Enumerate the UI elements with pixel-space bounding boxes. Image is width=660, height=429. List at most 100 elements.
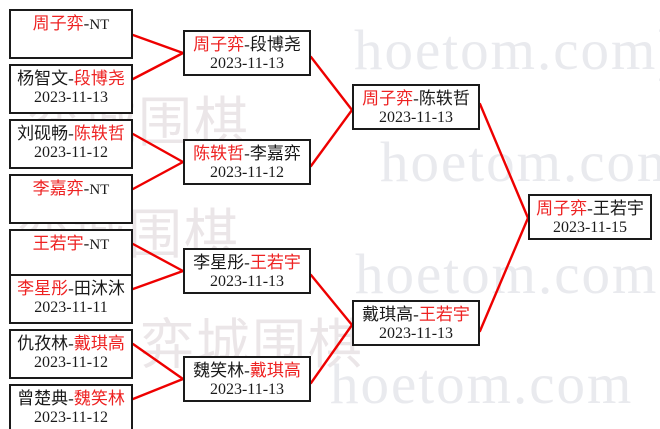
match-date: 2023-11-13 bbox=[209, 273, 285, 291]
player-winner: 陈轶哲 bbox=[73, 124, 125, 143]
player-winner: 段博尧 bbox=[73, 69, 125, 88]
match-box-r1m2[interactable]: 杨智文-段博尧 2023-11-13 bbox=[9, 64, 133, 114]
player-loser: 刘砚畅 bbox=[17, 124, 69, 143]
player-winner: 周子弈 bbox=[536, 199, 588, 218]
match-date: 2023-11-12 bbox=[33, 409, 109, 427]
watermark-text: hoetom.com) bbox=[354, 19, 660, 82]
separator: - bbox=[68, 69, 74, 88]
match-box-r1m6[interactable]: 李星彤-田沐沐 2023-11-11 bbox=[9, 274, 133, 324]
player-loser: 王若宇 bbox=[592, 199, 644, 218]
player-loser: 李星彤 bbox=[193, 253, 245, 272]
match-date: 2023-11-12 bbox=[209, 164, 285, 182]
player-winner: 王若宇 bbox=[249, 253, 301, 272]
match-date: 2023-11-13 bbox=[378, 325, 454, 343]
connector-r3m1-r4m1 bbox=[478, 102, 530, 220]
separator: - bbox=[83, 234, 90, 253]
player-winner: 陈轶哲 bbox=[193, 144, 245, 163]
match-players: 王若宇-NT bbox=[33, 234, 110, 254]
match-box-r2m3[interactable]: 李星彤-王若宇 2023-11-13 bbox=[183, 248, 311, 294]
player-winner: 戴琪高 bbox=[73, 334, 125, 353]
match-players: 曾楚典-魏笑林 bbox=[17, 389, 125, 408]
watermark-text: hoetom.com) bbox=[355, 243, 660, 306]
connector-r1m3-r2m2 bbox=[131, 132, 185, 164]
match-players: 周子弈-王若宇 bbox=[536, 199, 644, 218]
player-winner: 周子弈 bbox=[193, 35, 245, 54]
match-players: 李星彤-王若宇 bbox=[193, 253, 301, 272]
match-date: 2023-11-12 bbox=[33, 354, 109, 372]
match-date: 2023-11-13 bbox=[378, 109, 454, 127]
player-loser: 杨智文 bbox=[17, 69, 69, 88]
connector-r1m8-r2m4 bbox=[131, 377, 185, 401]
match-box-r2m1[interactable]: 周子弈-段博尧 2023-11-13 bbox=[183, 30, 311, 76]
player-loser: 陈轶哲 bbox=[418, 89, 470, 108]
separator: - bbox=[68, 279, 74, 298]
player-winner: 周子弈 bbox=[362, 89, 414, 108]
match-date: 2023-11-15 bbox=[552, 219, 628, 237]
match-players: 刘砚畅-陈轶哲 bbox=[17, 124, 125, 143]
watermark-text: hoetom.com bbox=[330, 353, 634, 416]
separator: - bbox=[68, 334, 74, 353]
match-players: 陈轶哲-李嘉弈 bbox=[193, 144, 301, 163]
match-date: 2023-11-12 bbox=[33, 144, 109, 162]
match-date: 2023-11-13 bbox=[209, 381, 285, 399]
player-winner: 周子弈 bbox=[32, 14, 84, 33]
match-players: 李嘉弈-NT bbox=[33, 179, 110, 199]
match-box-r3m2[interactable]: 戴琪高-王若宇 2023-11-13 bbox=[352, 300, 480, 346]
player-winner: 王若宇 bbox=[32, 234, 84, 253]
match-box-r1m3[interactable]: 刘砚畅-陈轶哲 2023-11-12 bbox=[9, 119, 133, 169]
player-loser: 戴琪高 bbox=[362, 305, 414, 324]
match-players: 魏笑林-戴琪高 bbox=[193, 361, 301, 380]
match-players: 仇孜林-戴琪高 bbox=[17, 334, 125, 353]
connector-r1m7-r2m4 bbox=[131, 342, 185, 381]
connector-r1m6-r2m3 bbox=[131, 269, 185, 291]
match-players: 杨智文-段博尧 bbox=[17, 69, 125, 88]
match-players: 周子弈-NT bbox=[33, 14, 110, 34]
match-date: 2023-11-11 bbox=[34, 299, 108, 317]
match-date: 2023-11-13 bbox=[209, 55, 285, 73]
player-loser: 仇孜林 bbox=[17, 334, 69, 353]
match-box-r3m1[interactable]: 周子弈-陈轶哲 2023-11-13 bbox=[352, 84, 480, 130]
connector-r3m2-r4m1 bbox=[478, 216, 530, 333]
match-box-r1m7[interactable]: 仇孜林-戴琪高 2023-11-12 bbox=[9, 329, 133, 379]
player-winner: 魏笑林 bbox=[73, 389, 125, 408]
player-loser: 魏笑林 bbox=[193, 361, 245, 380]
player-loser: NT bbox=[89, 182, 110, 198]
match-players: 周子弈-段博尧 bbox=[193, 35, 301, 54]
player-winner: 李嘉弈 bbox=[32, 179, 84, 198]
player-winner: 王若宇 bbox=[418, 305, 470, 324]
match-box-r2m2[interactable]: 陈轶哲-李嘉弈 2023-11-12 bbox=[183, 139, 311, 185]
separator: - bbox=[83, 14, 90, 33]
separator: - bbox=[413, 89, 419, 108]
separator: - bbox=[83, 179, 90, 198]
match-box-r1m4[interactable]: 李嘉弈-NT bbox=[9, 174, 133, 224]
separator: - bbox=[244, 253, 250, 272]
match-box-r2m4[interactable]: 魏笑林-戴琪高 2023-11-13 bbox=[183, 356, 311, 402]
match-box-r1m1[interactable]: 周子弈-NT bbox=[9, 9, 133, 59]
separator: - bbox=[68, 389, 74, 408]
watermark-text: hoetom.com) bbox=[380, 131, 660, 194]
match-players: 周子弈-陈轶哲 bbox=[362, 89, 470, 108]
player-loser: NT bbox=[89, 17, 110, 33]
connector-r1m4-r2m2 bbox=[131, 160, 185, 191]
separator: - bbox=[244, 361, 250, 380]
player-loser: 田沐沐 bbox=[73, 279, 125, 298]
connector-r2m2-r3m1 bbox=[309, 108, 354, 168]
player-loser: 李嘉弈 bbox=[249, 144, 301, 163]
connector-r1m5-r2m3 bbox=[131, 242, 185, 273]
match-box-r1m8[interactable]: 曾楚典-魏笑林 2023-11-12 bbox=[9, 384, 133, 429]
connector-r2m4-r3m2 bbox=[309, 323, 354, 385]
match-players: 戴琪高-王若宇 bbox=[362, 305, 470, 324]
connector-r2m1-r3m1 bbox=[309, 55, 354, 112]
separator: - bbox=[244, 35, 250, 54]
connector-r1m2-r2m1 bbox=[131, 51, 185, 81]
separator: - bbox=[244, 144, 250, 163]
match-date: 2023-11-13 bbox=[33, 89, 109, 107]
player-winner: 李星彤 bbox=[17, 279, 69, 298]
player-winner: 戴琪高 bbox=[249, 361, 301, 380]
match-box-final[interactable]: 周子弈-王若宇 2023-11-15 bbox=[528, 194, 652, 240]
match-players: 李星彤-田沐沐 bbox=[17, 279, 125, 298]
connector-r2m3-r3m2 bbox=[309, 273, 354, 327]
match-box-r1m5[interactable]: 王若宇-NT bbox=[9, 229, 133, 279]
separator: - bbox=[413, 305, 419, 324]
